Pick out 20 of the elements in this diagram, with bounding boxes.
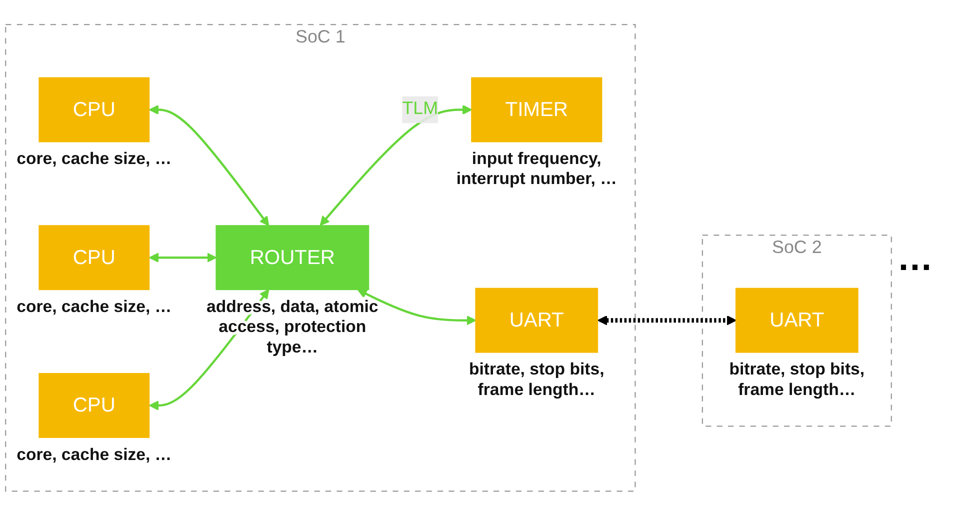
node-caption: core, cache size, … <box>16 148 172 168</box>
node-box: ROUTER <box>216 224 370 290</box>
edge-label: TLM <box>402 99 438 118</box>
node-box: CPU <box>38 224 150 290</box>
arrow <box>357 288 476 325</box>
arrow <box>598 315 736 325</box>
node-caption: input frequency, interrupt number, … <box>456 148 617 188</box>
node-caption: core, cache size, … <box>16 444 172 464</box>
node-caption: core, cache size, … <box>16 296 172 316</box>
node-box: UART <box>475 287 598 352</box>
node-box: CPU <box>38 76 150 142</box>
node-box: CPU <box>38 372 150 438</box>
arrow <box>149 252 217 262</box>
ellipsis-label: … <box>897 236 934 278</box>
node-caption: bitrate, stop bits, frame length… <box>468 359 604 398</box>
node-caption: bitrate, stop bits, frame length… <box>729 359 865 398</box>
node-box: TIMER <box>471 76 602 142</box>
node-box: UART <box>735 287 858 352</box>
arrow <box>149 104 270 226</box>
arrow <box>320 104 472 226</box>
